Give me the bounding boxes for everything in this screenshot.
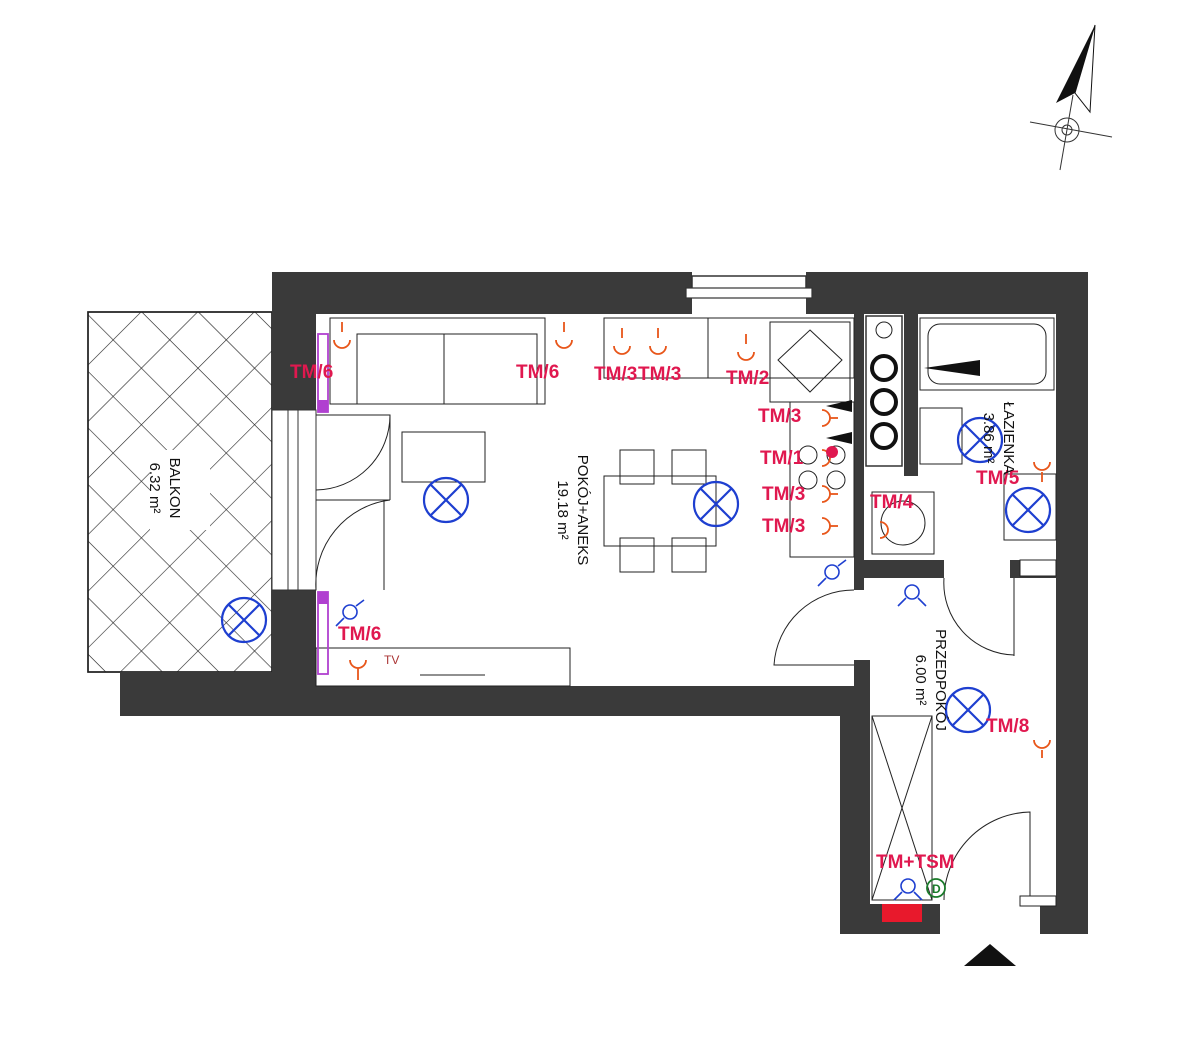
lamp-icon — [1004, 486, 1052, 534]
sockets — [333, 322, 1051, 758]
socket-icon — [821, 449, 831, 467]
compass-north-icon — [1029, 24, 1113, 171]
arrow-icon — [826, 432, 852, 444]
doors — [315, 414, 1031, 901]
balcony: BALKON 6.32 m² — [87, 311, 273, 673]
entrance-triangle-icon — [964, 944, 1016, 966]
label-tm4: TM/4 — [870, 492, 914, 513]
arrow-icon — [924, 360, 980, 376]
d-mark-icon: D — [926, 878, 946, 898]
switch-icon — [893, 878, 923, 901]
label-tm3-b: TM/3 — [638, 364, 681, 385]
walls — [120, 272, 1088, 934]
hallway-name: PRZEDPOKÓJ — [932, 629, 949, 731]
living-area: 19.18 m² — [554, 480, 571, 539]
switch-icon — [897, 584, 927, 607]
label-tm1: TM/1 — [760, 448, 804, 469]
socket-icon — [1033, 739, 1051, 758]
lamp-icon — [422, 476, 470, 524]
bathroom-name: ŁAZIENKA — [1000, 402, 1017, 475]
socket-icon — [349, 659, 367, 680]
label-tm3-k1: TM/3 — [758, 406, 801, 427]
socket-icon — [1033, 461, 1051, 482]
arrow-icon — [826, 400, 852, 412]
lamp-icon — [944, 686, 992, 734]
label-tm6-top: TM/6 — [290, 362, 333, 383]
hallway-area: 6.00 m² — [912, 655, 929, 706]
socket-icon — [737, 334, 755, 361]
lamp-icon — [692, 480, 740, 528]
switchboard — [882, 904, 922, 922]
socket-icon — [821, 517, 838, 535]
label-tm2: TM/2 — [726, 368, 769, 389]
bathroom-area: 3.86 m² — [980, 413, 997, 464]
socket-icon — [613, 328, 631, 355]
balcony-area: 6.32 m² — [146, 463, 163, 514]
circuit-labels: TM/6 TM/6 TM/3 TM/3 TM/2 TM/3 TM/1 TM/3 … — [290, 362, 1029, 873]
d-mark-text: D — [932, 882, 941, 896]
ceiling-lamps — [220, 416, 1052, 734]
lamp-icon — [220, 596, 268, 644]
switch-icon — [817, 559, 847, 587]
furniture — [315, 315, 1057, 907]
label-tm3-k2: TM/3 — [762, 484, 805, 505]
socket-icon — [555, 322, 573, 349]
label-tm6-mid: TM/6 — [516, 362, 559, 383]
socket-icon — [649, 328, 667, 355]
lamp-icon — [956, 416, 1004, 464]
socket-icon — [821, 409, 838, 427]
living-room-label: POKÓJ+ANEKS 19.18 m² — [554, 455, 591, 565]
label-tm-tsm: TM+TSM — [876, 852, 955, 873]
label-tm8: TM/8 — [986, 716, 1029, 737]
hallway-label: PRZEDPOKÓJ 6.00 m² — [912, 629, 949, 731]
socket-icon — [821, 485, 838, 503]
outlet-dot-icon — [826, 446, 838, 458]
label-tm3-a: TM/3 — [594, 364, 637, 385]
living-name: POKÓJ+ANEKS — [574, 455, 591, 565]
socket-icon — [879, 521, 889, 539]
label-tm3-k3: TM/3 — [762, 516, 805, 537]
light-switches — [335, 559, 927, 901]
label-tm6-bottom: TM/6 — [338, 624, 381, 645]
label-tm5: TM/5 — [976, 468, 1020, 489]
balcony-name: BALKON — [166, 458, 183, 519]
socket-icon — [333, 322, 351, 349]
label-tv: TV — [384, 653, 399, 667]
bathroom-label: ŁAZIENKA 3.86 m² — [980, 402, 1017, 475]
switch-icon — [335, 599, 365, 627]
pipes — [317, 333, 329, 675]
